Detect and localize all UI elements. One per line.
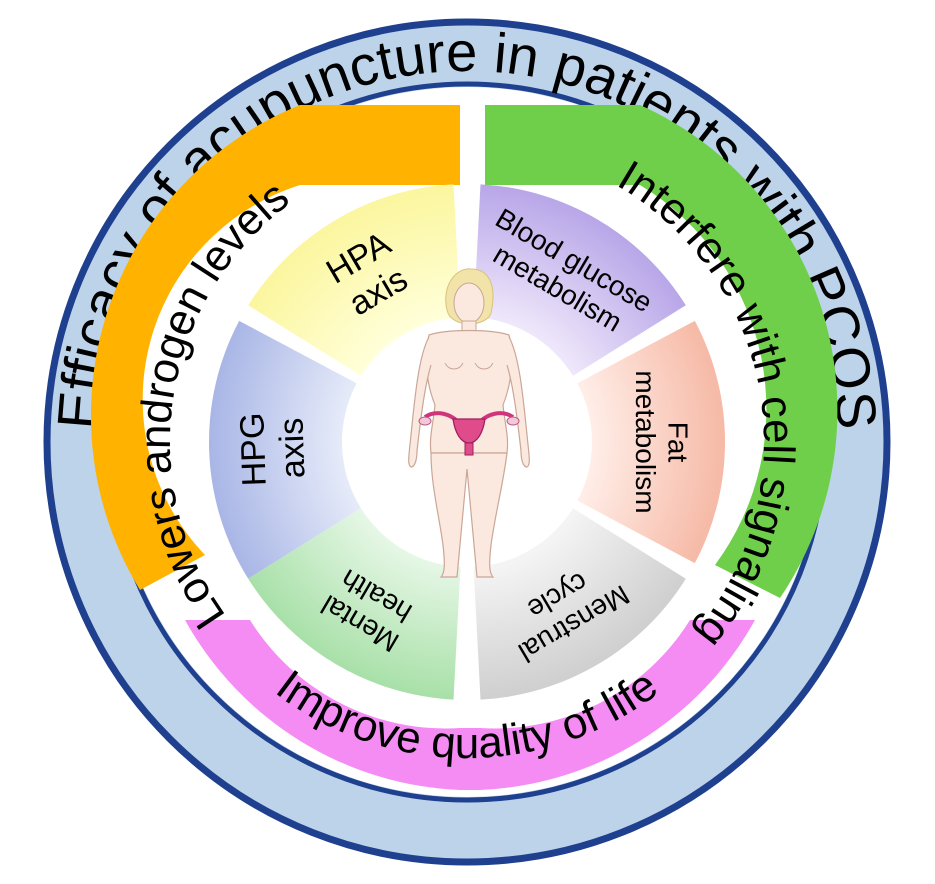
segment-label-line: metabolism	[630, 370, 661, 513]
segment-blood	[473, 184, 686, 376]
segment-label-line: axis	[272, 417, 312, 479]
segment-menstrual	[473, 508, 686, 700]
band-androgen	[90, 105, 460, 590]
female-body-uterus-icon	[408, 268, 530, 578]
segment-hpg	[209, 320, 361, 579]
segment-mental	[248, 508, 461, 700]
segment-label-line: HPG	[233, 412, 274, 487]
segment-hpa	[248, 184, 461, 376]
segment-label-line: Fat	[662, 422, 693, 463]
band-signaling	[485, 105, 838, 598]
segment-fat	[577, 320, 725, 564]
band-quality	[185, 620, 755, 790]
